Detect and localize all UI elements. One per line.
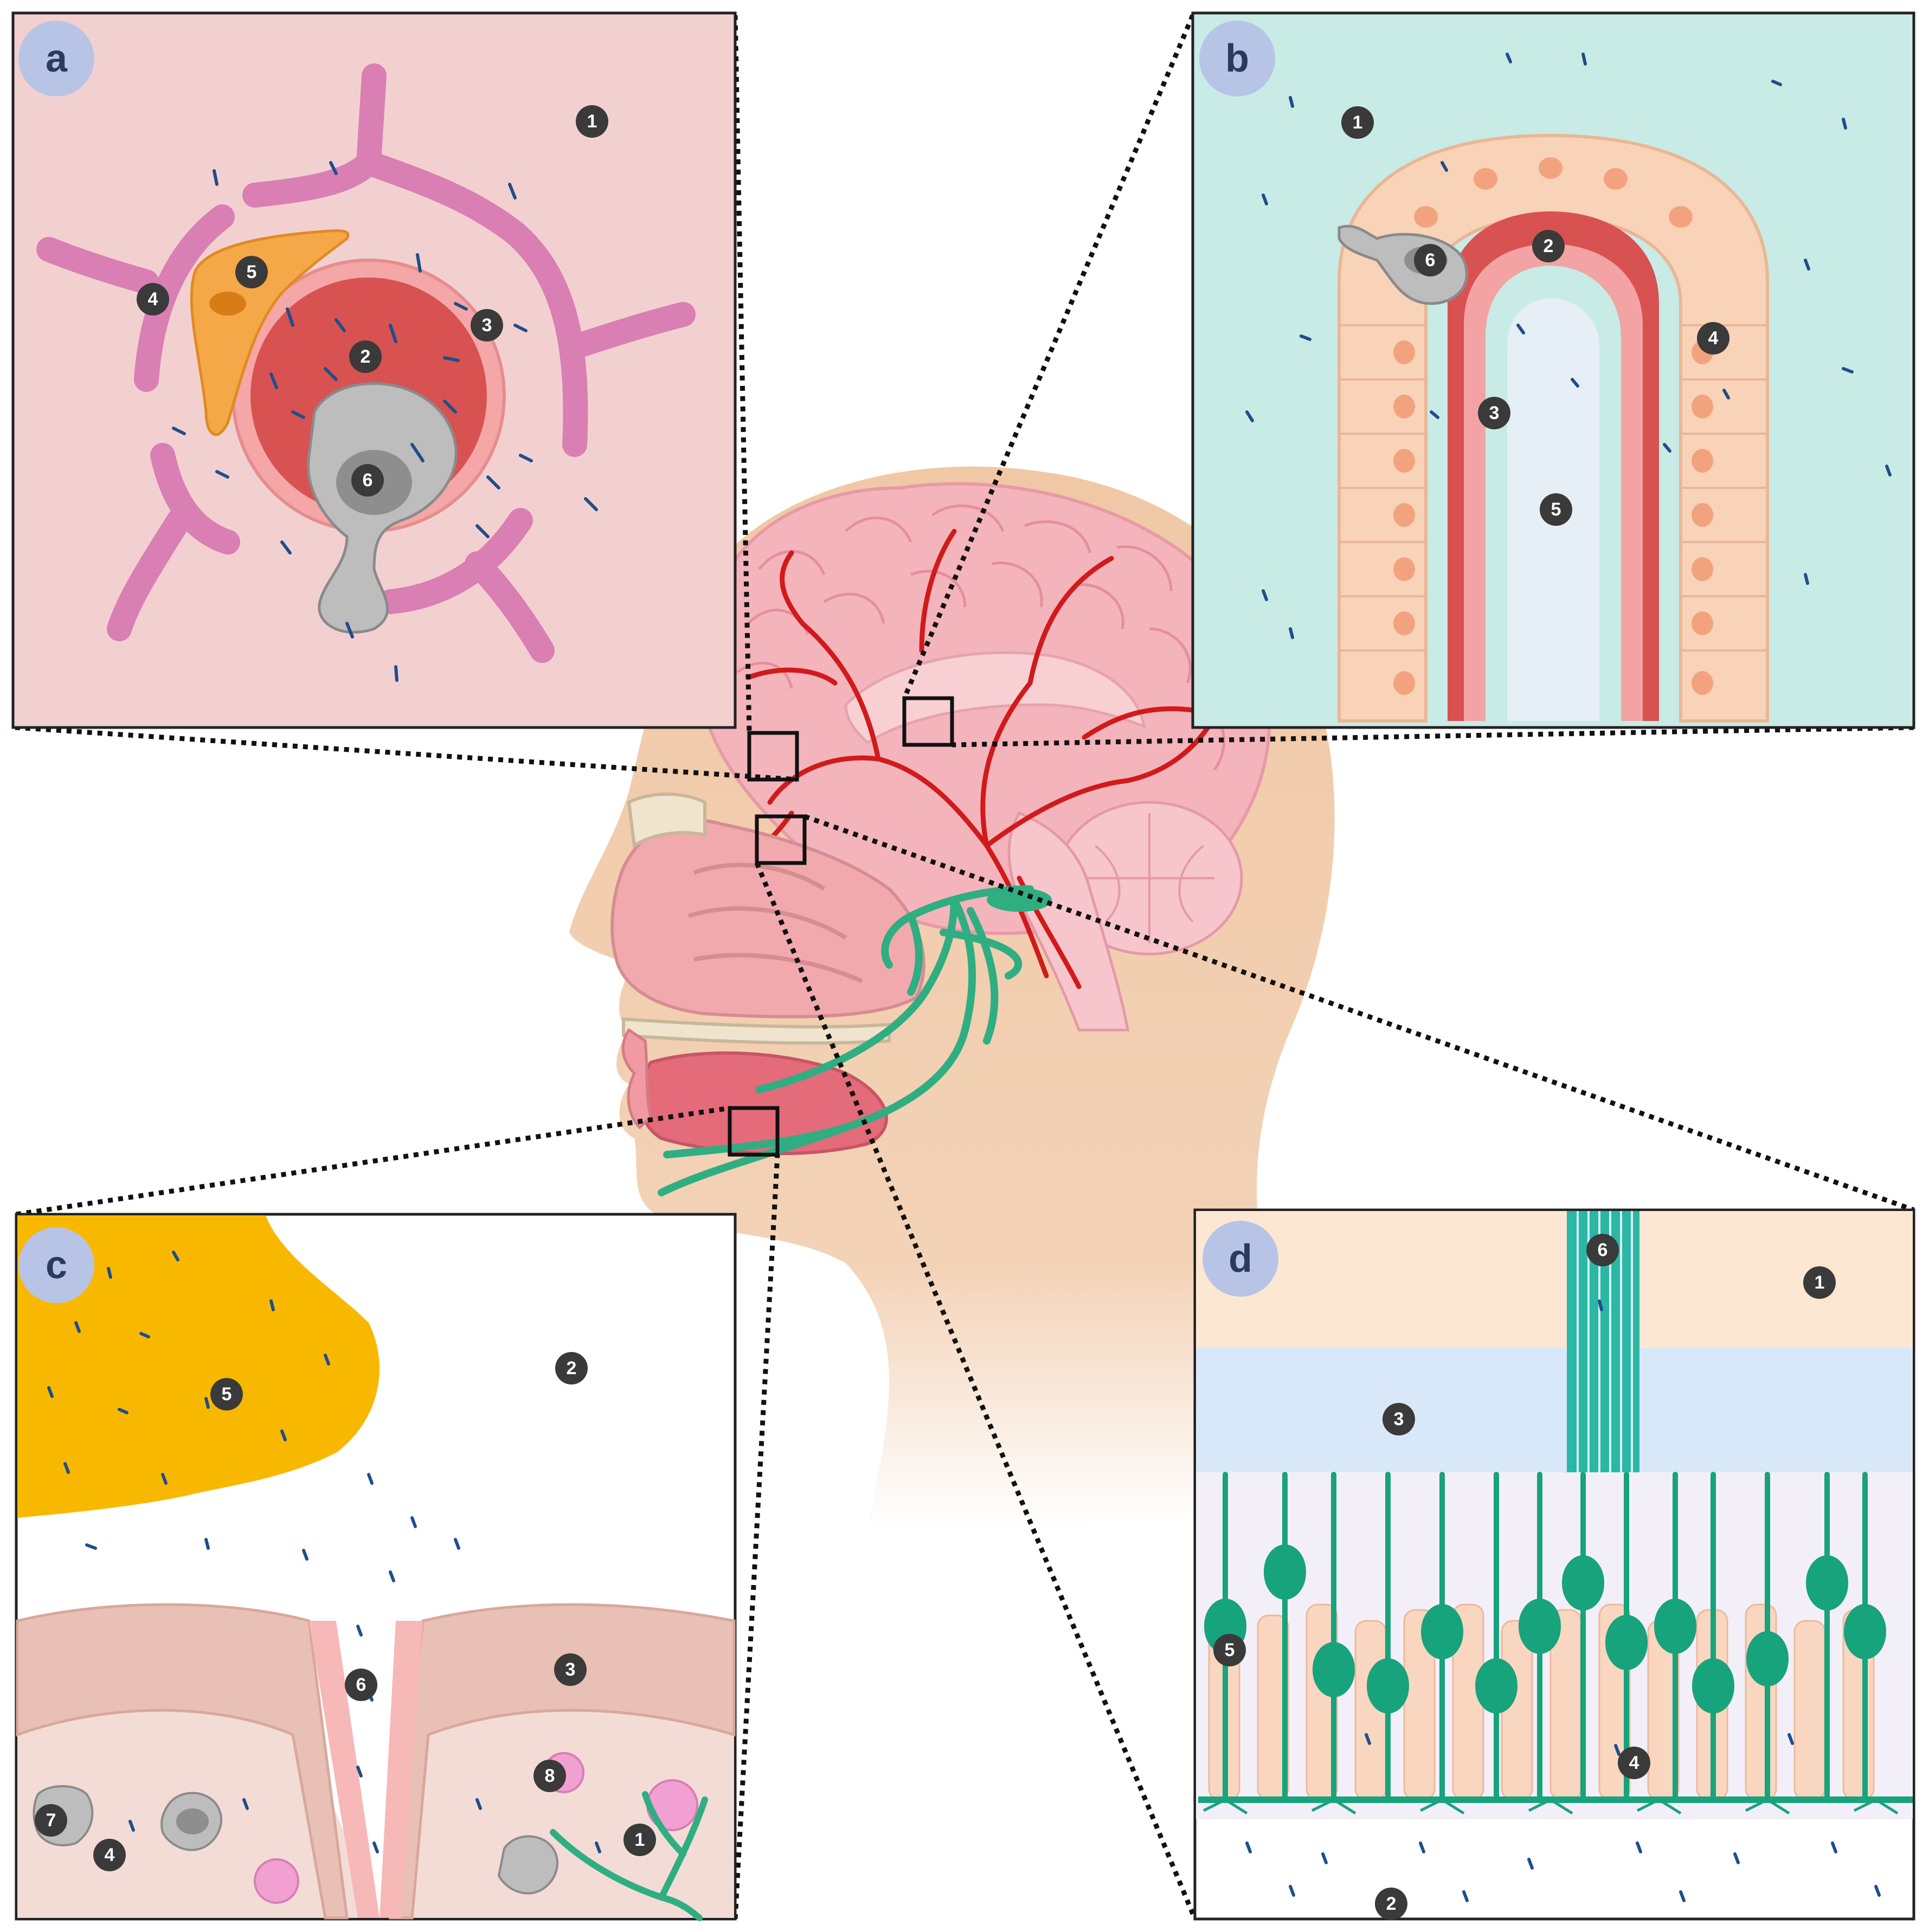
panel-a-marker-5: 5 (235, 256, 268, 288)
svg-text:5: 5 (1225, 1640, 1235, 1660)
panel-b: b 1 2 3 4 5 6 (1191, 11, 1915, 729)
trigeminal-ganglion (987, 888, 1052, 912)
svg-text:2: 2 (1544, 236, 1554, 256)
panel-a-marker-6: 6 (351, 464, 384, 497)
svg-text:b: b (1225, 37, 1249, 80)
panel-d-marker-3: 3 (1383, 1403, 1415, 1435)
svg-text:7: 7 (46, 1810, 56, 1831)
panel-d-marker-6: 6 (1586, 1234, 1619, 1266)
panel-a-marker-1: 1 (576, 105, 608, 138)
panel-a-marker-4: 4 (137, 283, 169, 315)
panel-b-marker-1: 1 (1341, 106, 1374, 139)
panel-c-marker-1: 1 (623, 1824, 656, 1856)
particles-d (1245, 1299, 1881, 1902)
svg-text:1: 1 (1353, 112, 1363, 133)
subarachnoid-layer (1196, 1211, 1913, 1348)
panel-c-marker-3: 3 (554, 1653, 587, 1686)
dura-layer (1196, 1348, 1913, 1472)
svg-text:3: 3 (565, 1659, 576, 1680)
palate (622, 1017, 891, 1045)
connector-lines (15, 14, 1915, 1920)
svg-text:1: 1 (587, 111, 597, 132)
head-illustration (569, 466, 1335, 1529)
mucus (17, 1215, 380, 1518)
svg-text:4: 4 (1708, 328, 1719, 349)
panel-c-marker-8: 8 (533, 1760, 566, 1792)
tongue (638, 1051, 888, 1156)
svg-text:6: 6 (356, 1675, 366, 1695)
zoom-box-a (747, 731, 799, 782)
panel-d-marker-1: 1 (1803, 1266, 1836, 1299)
svg-text:5: 5 (222, 1384, 232, 1405)
nasal-turbinates (687, 862, 863, 983)
gland-duct (309, 1621, 423, 1918)
panel-c-marker-5: 5 (210, 1378, 243, 1411)
nasal-cavity (610, 818, 925, 1019)
svg-text:a: a (46, 37, 68, 80)
svg-text:5: 5 (1551, 499, 1561, 520)
panel-c-marker-6: 6 (345, 1669, 377, 1701)
zoom-box-d (755, 814, 807, 865)
svg-text:1: 1 (1815, 1272, 1825, 1293)
panel-b-marker-5: 5 (1540, 493, 1572, 526)
particles-b (1245, 53, 1892, 639)
panel-d-letter-badge: d (1203, 1221, 1278, 1297)
panel-a: a 1 2 3 4 5 6 (11, 11, 737, 729)
svg-text:3: 3 (1394, 1409, 1404, 1429)
panel-b-marker-6: 6 (1414, 244, 1446, 276)
svg-text:5: 5 (247, 262, 257, 282)
brainstem (1007, 811, 1129, 1032)
svg-text:3: 3 (482, 315, 492, 336)
panel-b-marker-3: 3 (1478, 397, 1510, 429)
panel-d-marker-2: 2 (1375, 1888, 1407, 1920)
panel-c-letter-badge: c (18, 1227, 94, 1303)
svg-text:d: d (1229, 1237, 1252, 1280)
svg-text:6: 6 (1425, 250, 1436, 271)
olfactory-epithelium (16, 1603, 349, 1920)
panel-b-letter-badge: b (1199, 21, 1275, 96)
sinus-bone (627, 793, 706, 849)
svg-text:4: 4 (148, 289, 158, 310)
svg-text:4: 4 (1629, 1753, 1639, 1773)
panel-c-marker-2: 2 (555, 1352, 588, 1384)
panel-a-letter-badge: a (18, 21, 94, 96)
svg-text:1: 1 (635, 1830, 645, 1850)
cranial-nerves (658, 885, 1034, 1196)
svg-text:c: c (46, 1244, 67, 1287)
macrophage-cell-2 (497, 1835, 559, 1895)
panel-b-marker-4: 4 (1697, 322, 1729, 355)
panel-a-marker-2: 2 (349, 340, 382, 373)
panel-d: d 1 2 3 4 5 6 (1193, 1208, 1915, 1921)
particles-c (42, 1251, 601, 1853)
particles-a (172, 161, 598, 682)
zoom-box-b (902, 696, 954, 747)
panel-b-marker-2: 2 (1532, 230, 1565, 262)
panel-d-marker-4: 4 (1618, 1747, 1650, 1779)
panel-c: c 1 2 3 4 5 6 7 8 (15, 1213, 737, 1921)
panel-a-marker-3: 3 (471, 309, 503, 342)
lips (621, 1028, 652, 1130)
nerve-ending (550, 1791, 708, 1921)
svg-text:2: 2 (1386, 1894, 1397, 1914)
brain-gyri (736, 504, 1233, 771)
epithelial-cell-borders (1339, 324, 1767, 652)
zoom-box-c (728, 1106, 780, 1157)
svg-text:2: 2 (567, 1358, 577, 1379)
astrocyte-processes (36, 63, 696, 663)
panel-c-marker-7: 7 (35, 1804, 67, 1837)
svg-text:3: 3 (1489, 403, 1500, 423)
neutrophil-cell (254, 1858, 299, 1904)
panel-d-marker-5: 5 (1213, 1634, 1246, 1666)
svg-text:2: 2 (361, 346, 371, 367)
svg-text:6: 6 (363, 470, 373, 491)
panel-c-marker-4: 4 (93, 1839, 126, 1871)
svg-text:6: 6 (1598, 1240, 1608, 1260)
svg-text:4: 4 (105, 1845, 115, 1865)
capillary-endothelium (1464, 244, 1643, 721)
pericyte (190, 229, 350, 436)
svg-text:8: 8 (545, 1766, 555, 1786)
olfactory-neurons (1204, 1472, 1886, 1802)
